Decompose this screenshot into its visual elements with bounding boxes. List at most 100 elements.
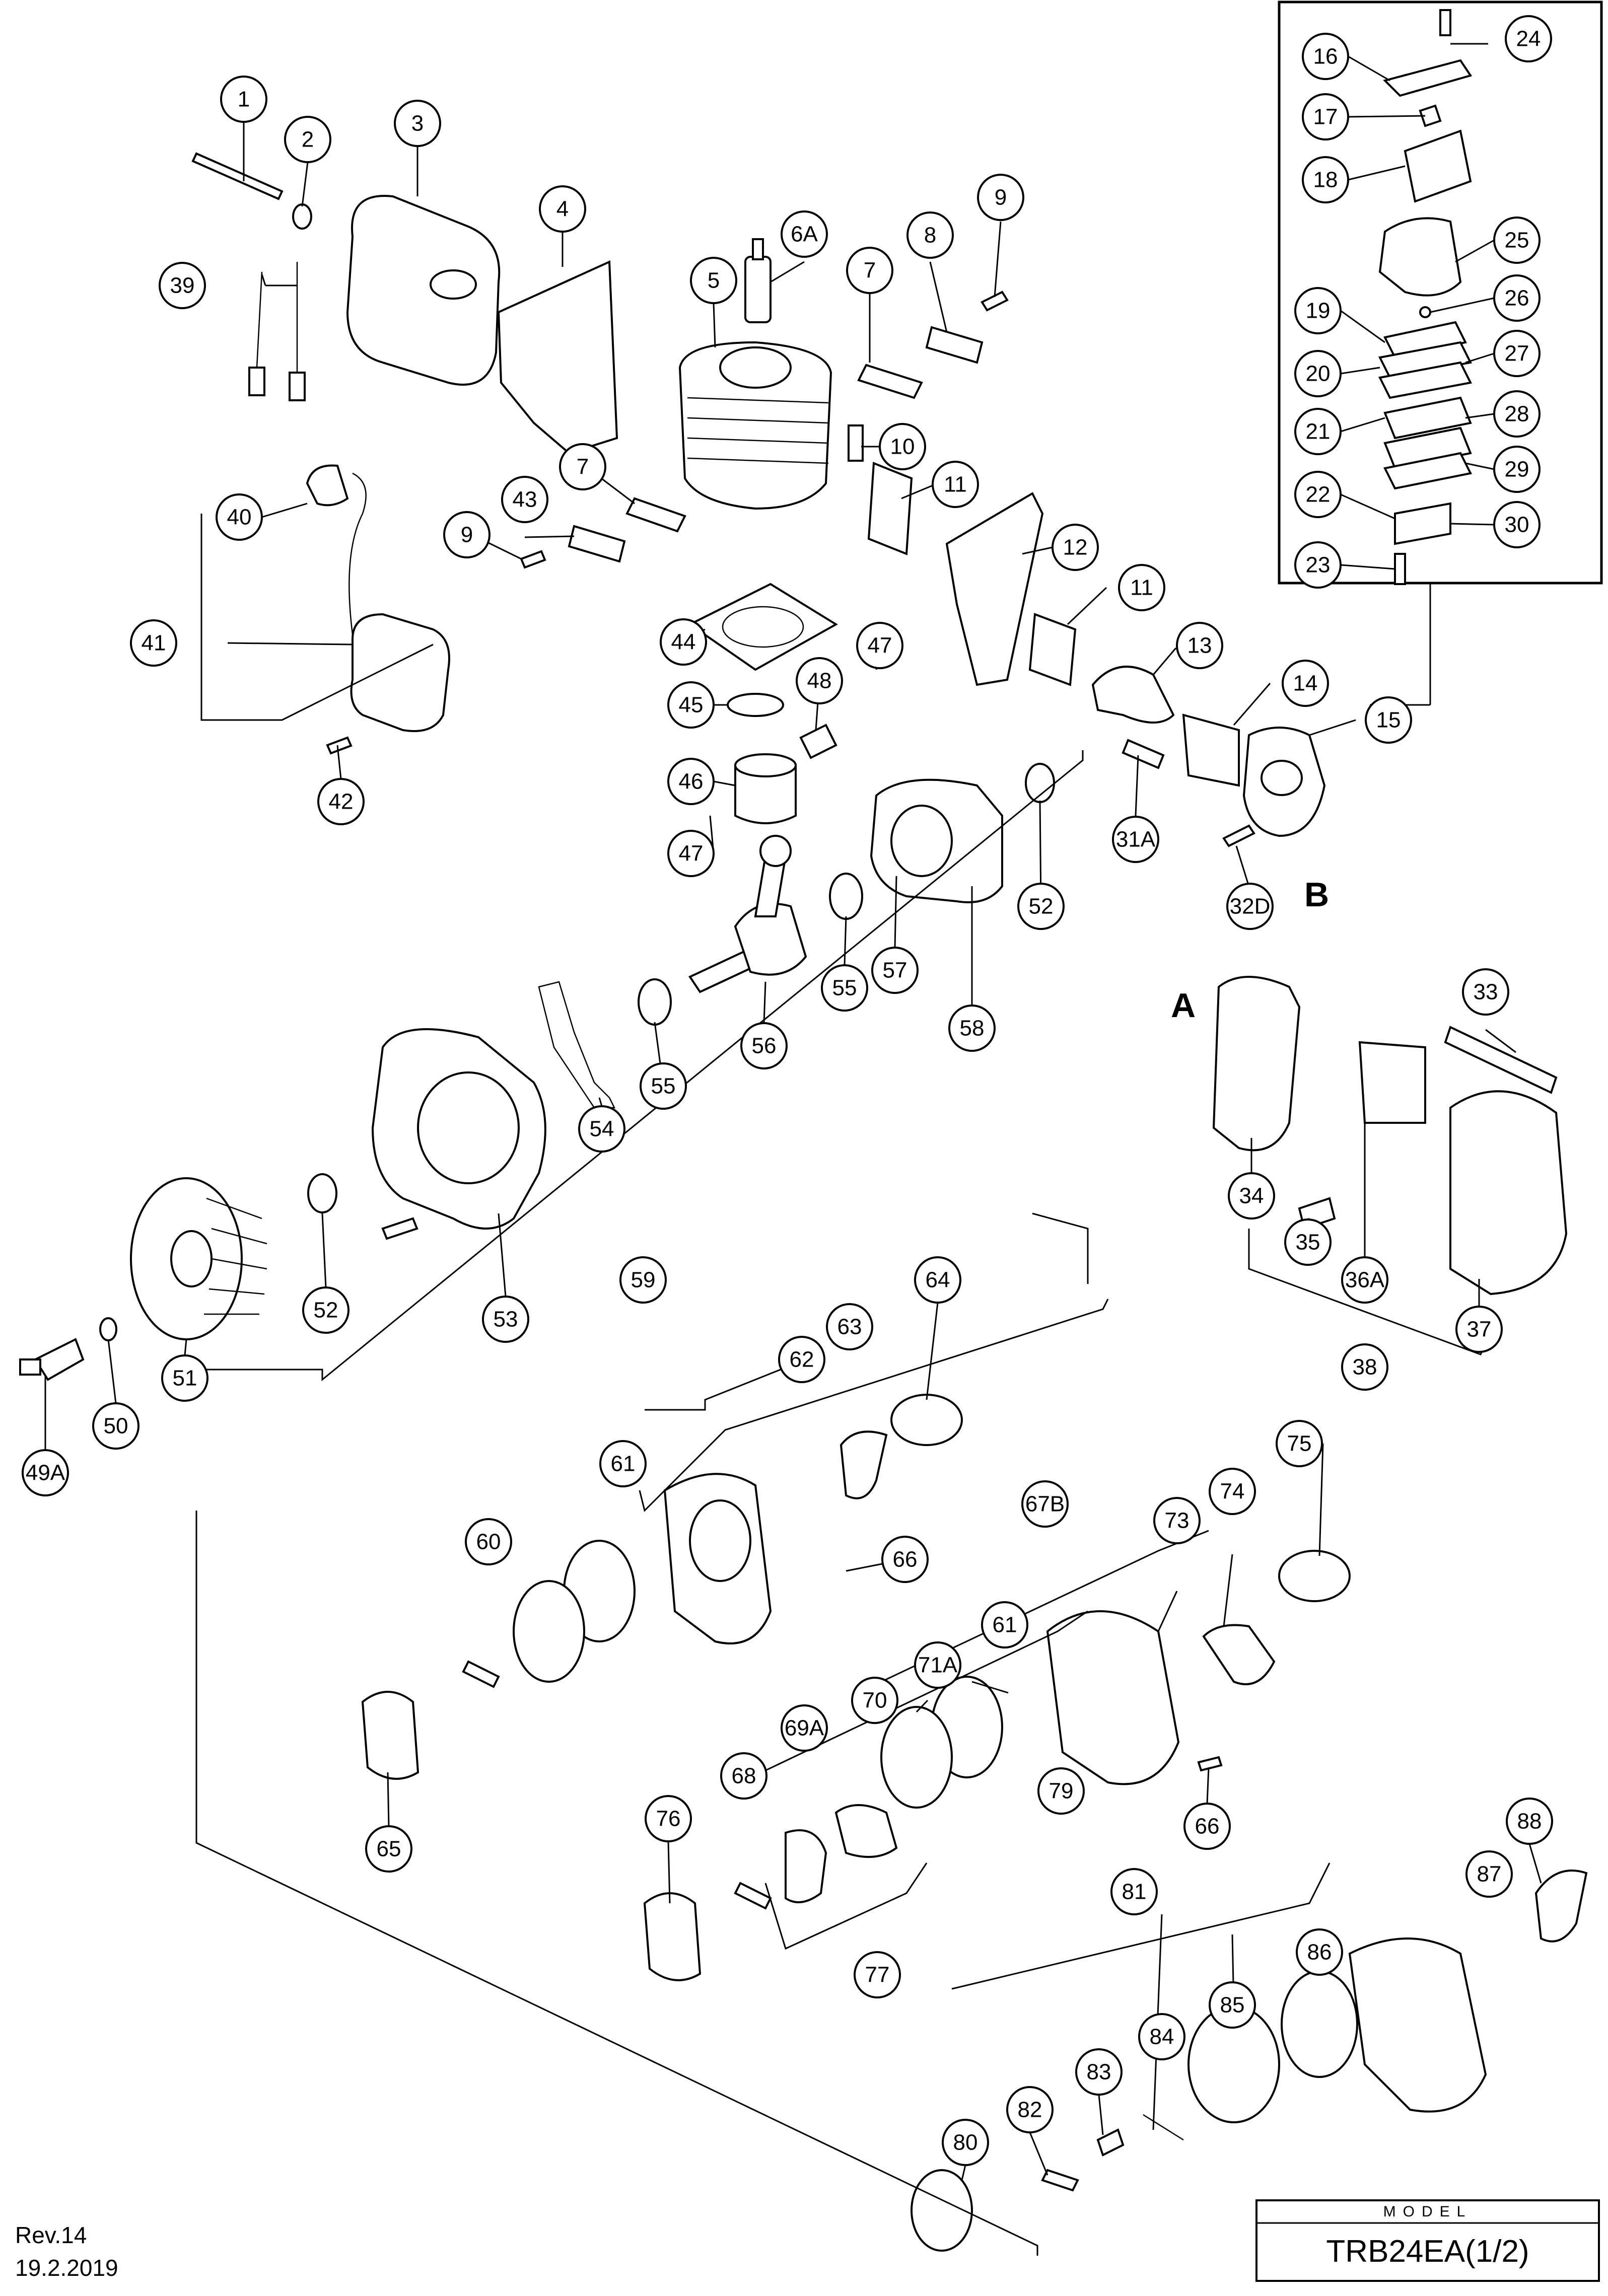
part-number: 82 [1018, 2098, 1042, 2122]
part-number: 79 [1049, 1779, 1074, 1804]
revision-label: Rev.14 [15, 2222, 87, 2248]
part-number: 12 [1063, 535, 1088, 560]
part-callout: 79 [1037, 1767, 1085, 1815]
part-callout: 66 [1183, 1803, 1231, 1850]
part-callout: 41 [130, 619, 177, 667]
part-number: 9 [995, 185, 1007, 210]
part-callout: 52 [1017, 883, 1065, 930]
part-callout: 45 [667, 681, 715, 729]
part-number: 26 [1505, 286, 1529, 311]
part-number: 76 [656, 1807, 681, 1831]
part-callout: 51 [161, 1354, 208, 1402]
part-callout: 56 [740, 1022, 788, 1069]
part-callout: 4 [539, 185, 586, 233]
part-number: 48 [807, 669, 832, 693]
part-number: 47 [868, 633, 892, 658]
part-number: 35 [1296, 1230, 1320, 1255]
part-callout: 12 [1052, 524, 1099, 571]
model-value: TRB24EA(1/2) [1326, 2234, 1529, 2269]
part-callout: 16 [1302, 33, 1349, 80]
reference-mark-b: B [1304, 876, 1329, 914]
part-callout: 39 [159, 262, 206, 309]
part-callout: 43 [501, 476, 548, 523]
part-callout: 21 [1294, 408, 1342, 455]
part-number: 21 [1306, 419, 1331, 444]
part-callout: 20 [1294, 350, 1342, 397]
part-number: 4 [556, 197, 569, 222]
part-callout: 1 [220, 76, 267, 123]
part-number: 54 [590, 1117, 614, 1141]
part-number: 51 [173, 1366, 197, 1391]
part-number: 6A [791, 222, 818, 247]
part-callout: 77 [854, 1951, 901, 1998]
part-callout: 38 [1341, 1343, 1388, 1391]
part-number: 32D [1230, 894, 1271, 919]
part-number: 71A [918, 1653, 958, 1678]
part-number: 84 [1150, 2025, 1174, 2049]
part-number: 14 [1293, 671, 1318, 696]
part-number: 63 [837, 1315, 862, 1339]
part-callout: 80 [942, 2119, 989, 2166]
part-callout: 33 [1462, 968, 1509, 1016]
part-number: 59 [631, 1268, 656, 1293]
part-number: 30 [1505, 513, 1529, 537]
part-number: 41 [142, 631, 166, 656]
part-callout: 8 [906, 211, 954, 259]
part-number: 16 [1313, 44, 1338, 69]
part-callout: 52 [302, 1286, 349, 1334]
part-callout: 73 [1153, 1497, 1201, 1544]
part-callout: 14 [1282, 660, 1329, 707]
part-number: 7 [864, 258, 876, 283]
part-number: 65 [377, 1837, 401, 1861]
part-number: 19 [1306, 299, 1331, 323]
part-number: 43 [513, 487, 537, 512]
part-callout: 64 [914, 1256, 961, 1304]
part-callout: 53 [482, 1296, 529, 1343]
part-callout: 15 [1365, 696, 1412, 744]
part-callout: 76 [645, 1795, 692, 1842]
part-callout: 74 [1209, 1468, 1256, 1515]
part-number: 5 [708, 268, 720, 293]
part-callout: 42 [317, 778, 365, 825]
part-number: 64 [926, 1268, 950, 1293]
part-callout: 62 [778, 1336, 825, 1383]
part-drawings [19, 9, 1588, 2252]
part-callout: 17 [1302, 93, 1349, 140]
part-callout: 9 [977, 174, 1024, 221]
part-callout: 36A [1341, 1256, 1388, 1304]
part-callout: 13 [1176, 622, 1223, 669]
part-number: 70 [863, 1688, 887, 1713]
part-callout: 60 [465, 1518, 512, 1565]
part-callout: 57 [871, 947, 919, 994]
part-number: 55 [651, 1074, 676, 1099]
part-callout: 81 [1110, 1868, 1158, 1915]
part-callout: 24 [1505, 15, 1552, 62]
part-callout: 11 [1118, 564, 1165, 611]
part-callout: 84 [1138, 2013, 1185, 2060]
part-number: 58 [960, 1016, 985, 1041]
part-number: 8 [924, 223, 936, 248]
part-callout: 10 [879, 423, 926, 470]
part-number: 88 [1517, 1809, 1542, 1834]
part-number: 25 [1505, 228, 1529, 253]
part-number: 77 [865, 1963, 890, 1987]
part-callout: 5 [690, 257, 737, 304]
part-number: 18 [1313, 168, 1338, 192]
part-number: 49A [26, 1461, 65, 1485]
part-number: 20 [1306, 362, 1331, 386]
part-number: 36A [1345, 1268, 1385, 1293]
part-number: 68 [732, 1764, 756, 1788]
part-number: 7 [577, 455, 589, 479]
part-callout: 28 [1493, 390, 1541, 438]
part-number: 13 [1187, 633, 1212, 658]
part-callout: 27 [1493, 330, 1541, 377]
part-callout: 31A [1112, 816, 1159, 863]
part-number: 66 [893, 1547, 918, 1572]
part-number: 61 [993, 1613, 1017, 1637]
part-callout: 68 [720, 1752, 767, 1800]
part-number: 17 [1313, 105, 1338, 129]
part-number: 81 [1122, 1880, 1147, 1904]
part-callout: 61 [599, 1440, 647, 1487]
part-callout: 58 [948, 1004, 996, 1052]
